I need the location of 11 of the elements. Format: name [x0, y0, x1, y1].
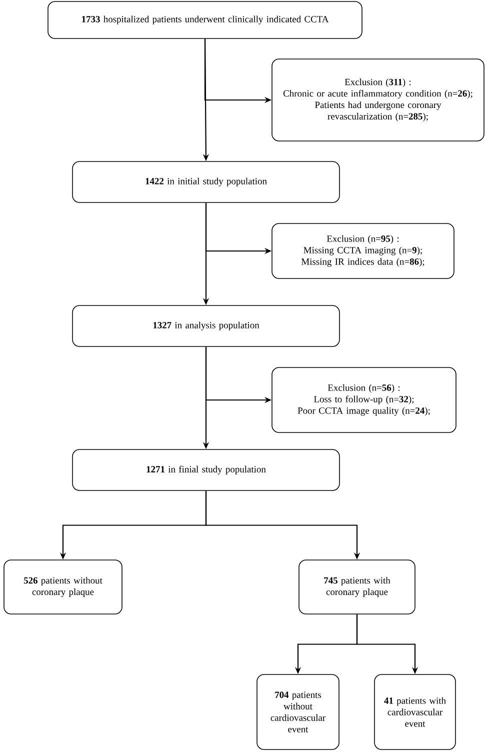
flow-box: 526 patients without coronary plaque [4, 560, 122, 614]
flow-box: 1327 in analysis population [72, 305, 340, 347]
flow-box: Exclusion (311) : Chronic or acute inflammatory condition (n=26); Patients had undergone coronary revascularization (n=285); [272, 58, 484, 142]
flow-box: Exclusion (n=95) : Missing CCTA imaging (n=9); Missing IR indices data (n=86); [272, 223, 454, 279]
flow-box: 41 patients with cardiovascular event [374, 674, 456, 750]
flow-box: Exclusion (n=56) : Loss to follow-up (n=32); Poor CCTA image quality (n=24); [272, 367, 456, 433]
flow-box: 745 patients with coronary plaque [298, 560, 416, 614]
flow-box: 1422 in initial study population [72, 161, 340, 203]
flow-box: 704 patients without cardiovascular event [256, 674, 340, 750]
flow-box: 1733 hospitalized patients underwent clinically indicated CCTA [48, 1, 362, 39]
flow-box: 1271 in finial study population [72, 449, 340, 491]
